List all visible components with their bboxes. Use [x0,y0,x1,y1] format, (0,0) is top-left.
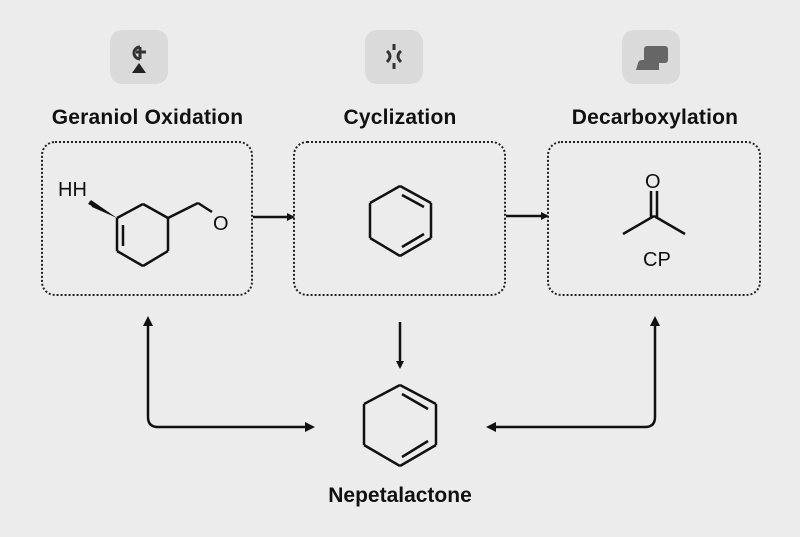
label-hh: HH [58,179,87,201]
nepetalactone-molecule [362,383,438,468]
arrow-decarboxylation-product-link [490,320,657,429]
step-title-decarboxylation: Decarboxylation [571,106,739,129]
label-o: O [213,213,229,235]
cyclization-icon-tile [365,30,423,84]
decarboxylation-molecule [622,191,686,236]
decarboxylation-icon-tile [622,30,680,84]
oxidation-icon-tile [110,30,168,84]
step-title-cyclization: Cyclization [343,106,457,129]
arrow-oxidation-product-link [146,320,312,429]
geraniol-molecule [115,201,213,268]
cyclization-icon [385,44,403,69]
oxidation-icon [132,45,146,73]
decarboxylation-icon [636,46,668,70]
label-o-carbonyl: O [645,171,661,193]
label-cp: CP [643,249,671,271]
step-title-oxidation: Geraniol Oxidation [51,106,244,129]
step-box-oxidation [41,141,253,296]
cyclization-molecule [368,184,433,258]
product-title: Nepetalactone [328,484,472,507]
